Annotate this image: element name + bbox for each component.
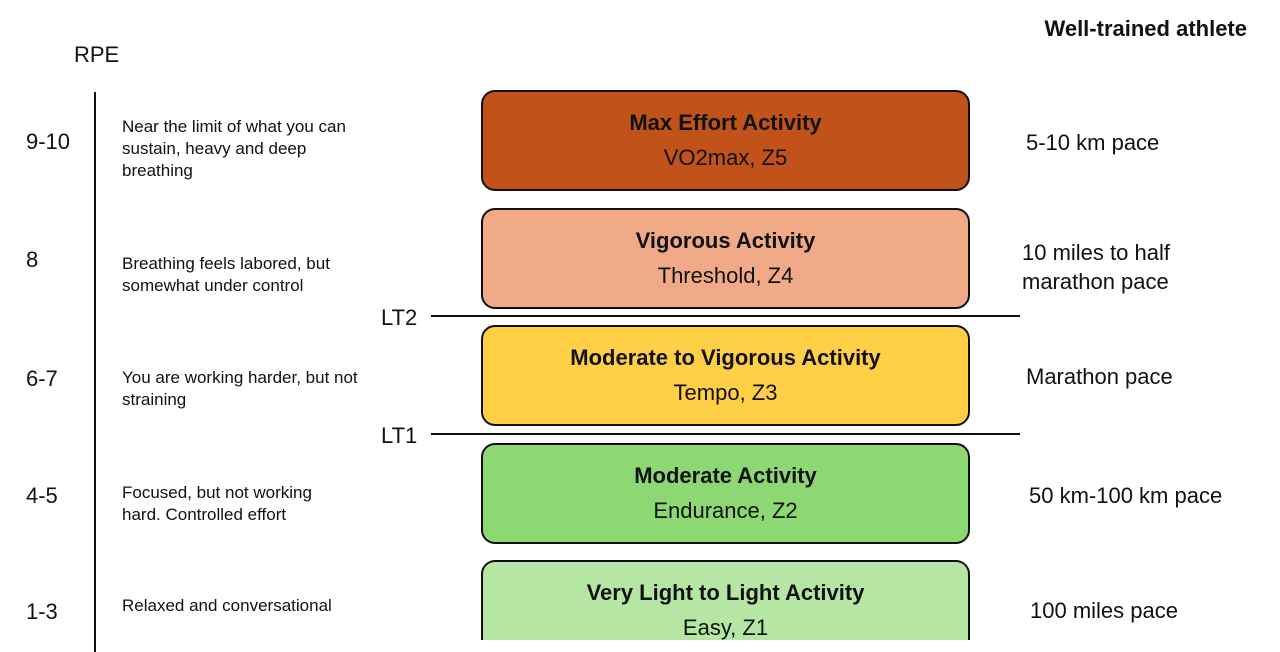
zone-z3-box: Moderate to Vigorous Activity Tempo, Z3	[481, 325, 970, 426]
description-8: Breathing feels labored, but somewhat un…	[122, 254, 330, 295]
rpe-value-9-10: 9-10	[26, 129, 71, 154]
description-4-5: Focused, but not working hard. Controlle…	[122, 483, 312, 524]
zone-z1-subtitle: Easy, Z1	[682, 615, 769, 640]
pace-z3: Marathon pace	[1026, 364, 1173, 389]
rpe-value-6-7: 6-7	[26, 366, 58, 391]
pace-z1: 100 miles pace	[1030, 598, 1178, 623]
rpe-value-4-5: 4-5	[26, 483, 58, 508]
pace-z4: 10 miles to half marathon pace	[1022, 240, 1170, 294]
threshold-line-lt2	[431, 315, 1020, 317]
zone-z4-title: Vigorous Activity	[635, 228, 816, 253]
zone-z2-title: Moderate Activity	[634, 463, 817, 488]
description-1-3: Relaxed and conversational	[122, 596, 332, 615]
rpe-value-8: 8	[26, 247, 39, 272]
zone-z4-box: Vigorous Activity Threshold, Z4	[481, 208, 970, 309]
threshold-label-lt2: LT2	[381, 305, 418, 330]
zone-z2-subtitle: Endurance, Z2	[653, 498, 798, 523]
zone-z1-box: Very Light to Light Activity Easy, Z1	[481, 560, 970, 640]
rpe-value-1-3: 1-3	[26, 599, 58, 624]
description-9-10: Near the limit of what you can sustain, …	[122, 117, 346, 180]
zone-z2-box: Moderate Activity Endurance, Z2	[481, 443, 970, 544]
threshold-line-lt1	[431, 433, 1020, 435]
rpe-header: RPE	[74, 42, 120, 67]
pace-z5: 5-10 km pace	[1026, 130, 1160, 155]
zone-z3-title: Moderate to Vigorous Activity	[570, 345, 881, 370]
threshold-label-lt1: LT1	[381, 423, 418, 448]
zone-z5-box: Max Effort Activity VO2max, Z5	[481, 90, 970, 191]
athlete-header: Well-trained athlete	[1044, 16, 1247, 41]
zone-z5-subtitle: VO2max, Z5	[663, 145, 788, 170]
rpe-axis-line	[94, 92, 96, 652]
zone-z1-title: Very Light to Light Activity	[586, 580, 865, 605]
zone-z3-subtitle: Tempo, Z3	[673, 380, 778, 405]
description-6-7: You are working harder, but not strainin…	[122, 368, 358, 409]
zone-z5-title: Max Effort Activity	[629, 110, 822, 135]
zone-z4-subtitle: Threshold, Z4	[657, 263, 794, 288]
pace-z2: 50 km-100 km pace	[1029, 483, 1223, 508]
